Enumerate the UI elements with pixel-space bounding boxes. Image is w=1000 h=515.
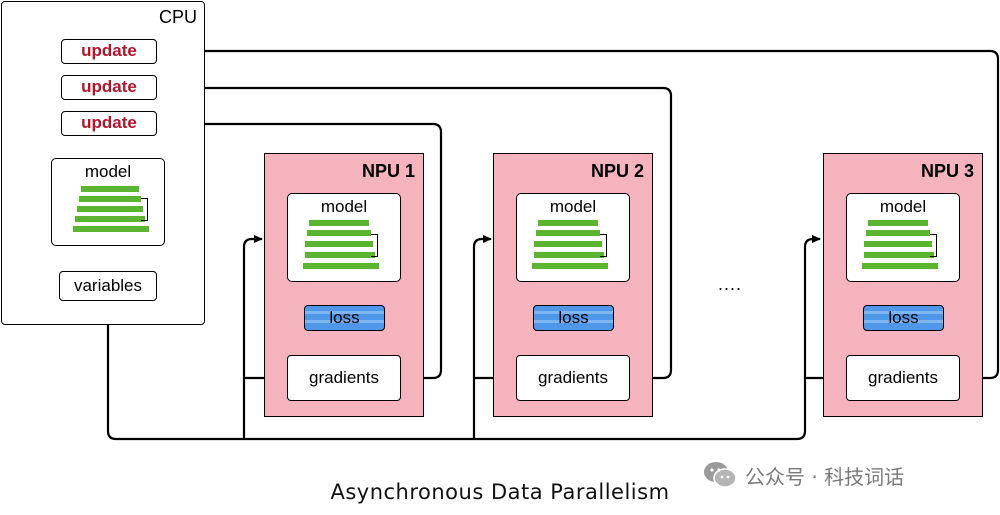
model-layer xyxy=(309,220,369,226)
npu-2-model-label: model xyxy=(549,197,597,216)
variables-bus xyxy=(106,235,821,441)
model-layer xyxy=(307,230,371,236)
model-layer xyxy=(866,230,930,236)
model-layer xyxy=(77,206,143,212)
model-layer xyxy=(862,263,938,269)
model-layer xyxy=(305,241,373,247)
npu-1-label: NPU 1 xyxy=(361,161,415,181)
caption: Asynchronous Data Parallelism xyxy=(330,480,670,504)
layer-bracket xyxy=(371,234,378,257)
variables-box: variables xyxy=(59,271,157,301)
cpu-label: CPU xyxy=(158,7,197,27)
npu-1-gradients: gradients xyxy=(287,355,401,401)
npu2-grad-to-update xyxy=(159,84,673,380)
npu-3-gradients: gradients xyxy=(846,355,960,401)
bus-to-npu2-model xyxy=(472,235,492,439)
npu3-grad-to-update xyxy=(159,47,1000,380)
model-layer xyxy=(81,186,139,192)
layer-bracket xyxy=(600,234,607,257)
update-box-2: update xyxy=(61,75,157,100)
npu-1-block: NPU 1 model loss gradients xyxy=(264,153,424,417)
model-layer xyxy=(534,252,604,258)
model-layer xyxy=(864,241,932,247)
model-layer xyxy=(73,226,149,232)
npu-3-label: NPU 3 xyxy=(920,161,974,181)
model-layer xyxy=(305,252,375,258)
npu1-grad-to-update xyxy=(159,120,443,380)
model-layer xyxy=(538,220,598,226)
npu-2-loss: loss xyxy=(533,305,614,331)
model-layer xyxy=(532,263,608,269)
bus-to-npu1-model xyxy=(242,235,263,439)
model-layer xyxy=(868,220,928,226)
npu-2-label: NPU 2 xyxy=(590,161,644,181)
model-layer xyxy=(79,196,141,202)
layer-bracket xyxy=(930,234,937,257)
npu-2-block: NPU 2 model loss gradients xyxy=(493,153,653,417)
npu-2-model-card: model xyxy=(516,193,630,282)
watermark-text: 公众号 · 科技词话 xyxy=(745,464,905,489)
npu-3-model-label: model xyxy=(879,197,927,216)
npu-2-gradients: gradients xyxy=(516,355,630,401)
watermark: 公众号 · 科技词话 xyxy=(703,458,993,492)
layer-bracket xyxy=(141,198,148,221)
update-box-3: update xyxy=(61,111,157,136)
npu-3-loss: loss xyxy=(863,305,944,331)
cpu-model-label: model xyxy=(84,162,132,181)
model-layer xyxy=(303,263,379,269)
npu-1-model-label: model xyxy=(320,197,368,216)
model-layer xyxy=(75,216,145,222)
cpu-model-card: model xyxy=(51,158,165,246)
npu-1-model-card: model xyxy=(287,193,401,282)
npu-3-model-card: model xyxy=(846,193,960,282)
npu-3-block: NPU 3 model loss gradients xyxy=(823,153,983,417)
update-box-1: update xyxy=(61,39,157,64)
npu-1-loss: loss xyxy=(304,305,385,331)
model-layer xyxy=(534,241,602,247)
model-layer xyxy=(864,252,934,258)
ellipsis: .... xyxy=(718,274,743,294)
wechat-icon xyxy=(704,462,737,488)
model-layer xyxy=(536,230,600,236)
